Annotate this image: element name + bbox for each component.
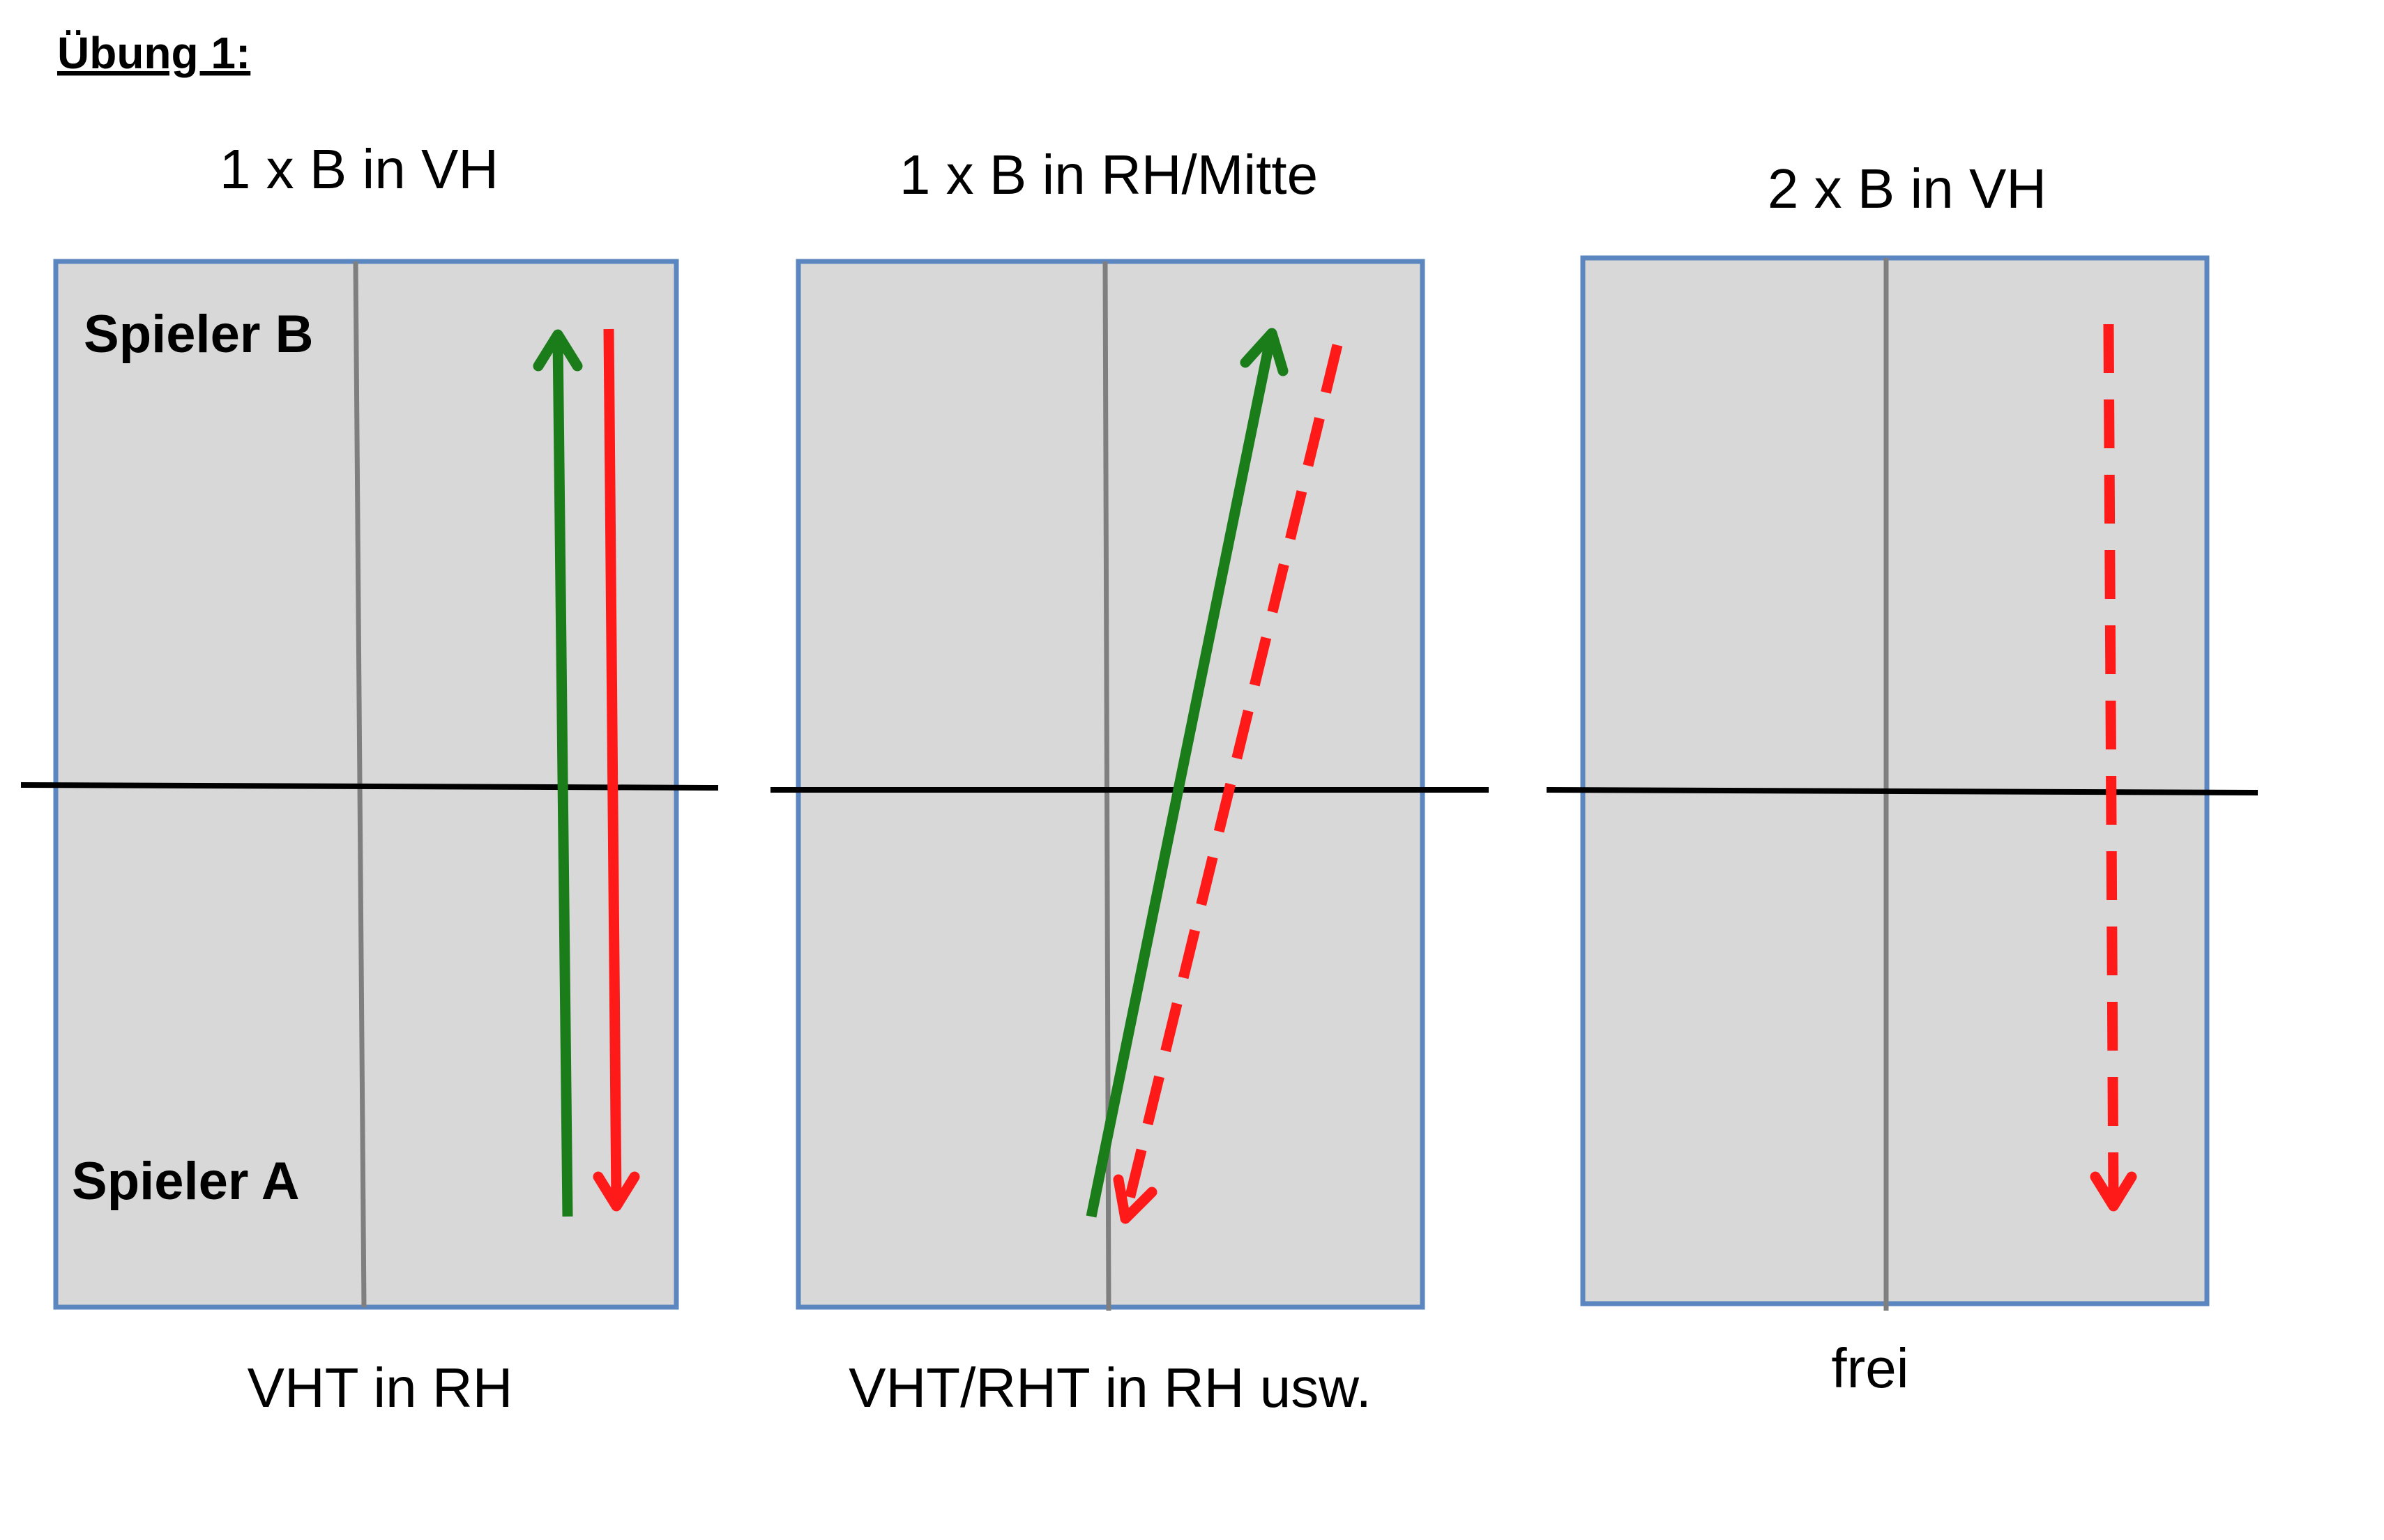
panel-1-caption: VHT in RH: [248, 1357, 513, 1419]
exercise-heading: Übung 1:: [57, 28, 250, 78]
panel-3-table: [1580, 255, 2210, 1306]
panel-1-net: [20, 782, 719, 791]
panel-2-caption: VHT/RHT in RH usw.: [849, 1357, 1372, 1419]
panel-3-caption: frei: [1831, 1337, 1908, 1399]
panel-3-red-dashed-arrow: [2090, 323, 2137, 1212]
panel-3: 2 x B in VH frei: [1546, 158, 2258, 1399]
panel-2-green-arrow: [1086, 328, 1289, 1218]
panel-1-label-spieler-b: Spieler B: [84, 305, 313, 364]
panel-2: 1 x B in RH/Mitte VHT/RHT in RH usw.: [770, 144, 1489, 1419]
panel-3-title: 2 x B in VH: [1768, 158, 2047, 220]
panel-1-green-arrow: [533, 329, 583, 1217]
panel-2-red-dashed-arrow: [1113, 344, 1343, 1224]
panel-1: 1 x B in VH Spieler B Spieler A VHT in R…: [20, 138, 719, 1419]
panel-2-title: 1 x B in RH/Mitte: [899, 144, 1318, 206]
panel-1-title: 1 x B in VH: [220, 138, 499, 200]
panel-1-red-arrow: [593, 328, 640, 1212]
panel-3-net: [1546, 787, 2258, 795]
panel-1-label-spieler-a: Spieler A: [72, 1152, 300, 1211]
